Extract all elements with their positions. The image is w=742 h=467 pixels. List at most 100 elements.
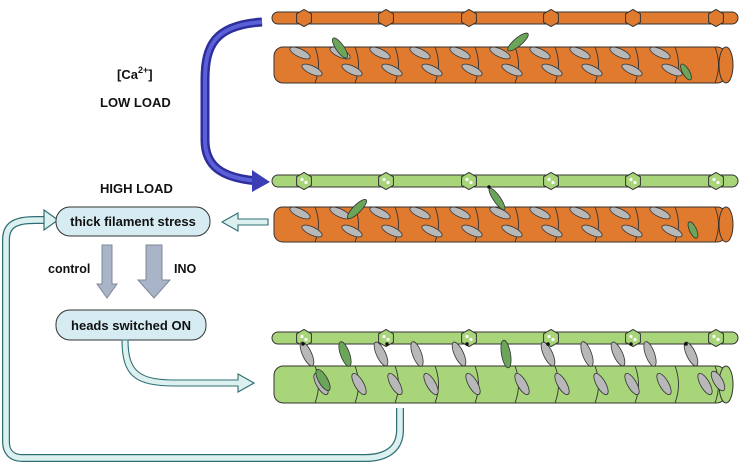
myosin-head: [346, 198, 368, 220]
thick-filament-segment: [554, 206, 559, 243]
calcium-label: [Ca2+]: [117, 65, 153, 82]
myosin-head: [409, 206, 431, 220]
myosin-head: [581, 224, 603, 238]
thick-filament-low-load: [273, 32, 734, 84]
myosin-head: [554, 372, 570, 396]
myosin-head: [289, 46, 311, 60]
myosin-head: [381, 63, 403, 77]
thick-filament-segment: [514, 46, 519, 84]
myosin-head: [423, 372, 439, 396]
thick-filament-switched-on: [273, 339, 734, 404]
control-label: control: [48, 262, 90, 276]
thick-filament-segment: [674, 365, 679, 404]
thick-filament-end-cap: [718, 206, 734, 243]
myosin-head: [514, 372, 530, 396]
thin-filament-switched-on: [271, 328, 739, 348]
thick-filament-segment: [514, 206, 519, 243]
myosin-head: [529, 206, 551, 220]
binding-site-dot: [469, 337, 473, 342]
myosin-head: [680, 63, 692, 81]
myosin-head: [449, 46, 471, 60]
thin-filament-rod: [271, 174, 739, 188]
myosin-head: [409, 46, 431, 60]
myosin-head: [661, 63, 683, 77]
binding-site-dot: [716, 337, 720, 342]
myosin-head: [621, 63, 643, 77]
myosin-head: [541, 224, 563, 238]
binding-site-dot: [712, 177, 716, 182]
thick-filament-segment: [434, 46, 439, 84]
thick-filament-stress-text: thick filament stress: [70, 214, 196, 229]
myosin-head: [381, 224, 403, 238]
thick-filament-segment: [554, 46, 559, 84]
binding-site-dot: [300, 334, 304, 339]
myosin-head: [331, 37, 349, 59]
myosin-head: [580, 341, 594, 367]
myosin-head: [649, 206, 671, 220]
binding-site-dot: [633, 337, 637, 342]
binding-site-dot: [629, 177, 633, 182]
feedback-loop-arrow-fill: [3, 217, 403, 461]
binding-site-dot: [382, 177, 386, 182]
attachment-dot: [385, 342, 389, 346]
troponin-hexagon: [708, 8, 724, 28]
troponin-hexagon: [543, 8, 559, 28]
troponin-hexagon: [461, 171, 477, 191]
myosin-head: [421, 224, 443, 238]
thick-filament-segment: [434, 206, 439, 243]
binding-site-dot: [469, 180, 473, 185]
troponin-hexagon: [625, 171, 641, 191]
myosin-head: [461, 63, 483, 77]
binding-site-dot: [716, 180, 720, 185]
binding-site-dot: [712, 334, 716, 339]
binding-site-dot: [382, 334, 386, 339]
attachment-dot: [487, 185, 491, 189]
thick-filament-segment: [474, 206, 479, 243]
myosin-head: [489, 46, 511, 60]
binding-site-dot: [547, 177, 551, 182]
binding-site-dot: [465, 177, 469, 182]
myosin-head: [341, 63, 363, 77]
thick-filament-segment: [394, 206, 399, 243]
thick-filament-segment: [674, 46, 679, 84]
attachment-dot: [465, 342, 469, 346]
myosin-head: [501, 63, 523, 77]
binding-site-dot: [386, 337, 390, 342]
myosin-head: [301, 224, 323, 238]
calcium-transition-arrow-inner: [203, 20, 263, 183]
myosin-head: [643, 341, 657, 367]
myosin-head: [451, 341, 467, 367]
heads-switched-on-text: heads switched ON: [71, 318, 191, 333]
myosin-head: [289, 206, 311, 220]
thick-filament-stress-box: [55, 206, 211, 237]
troponin-hexagon: [378, 171, 394, 191]
myosin-head: [299, 341, 315, 367]
myosin-head: [581, 63, 603, 77]
binding-site-dot: [386, 180, 390, 185]
myosin-head: [710, 370, 726, 392]
myosin-head: [621, 224, 643, 238]
control-arrow: [96, 244, 118, 299]
binding-site-dot: [304, 180, 308, 185]
binding-site-dot: [304, 337, 308, 342]
thick-filament-segment: [594, 206, 599, 243]
low-load-label: LOW LOAD: [100, 95, 171, 110]
thick-filament-segment: [634, 365, 639, 404]
thick-filament-end-cap: [718, 46, 734, 84]
binding-site-dot: [629, 334, 633, 339]
thick-filament-segment: [634, 206, 639, 243]
load-to-stress-arrow: [220, 212, 269, 232]
thick-filament-segment: [474, 46, 479, 84]
myosin-head: [369, 46, 391, 60]
myosin-head: [609, 206, 631, 220]
myosin-head: [529, 46, 551, 60]
myosin-head: [369, 206, 391, 220]
troponin-hexagon: [625, 328, 641, 348]
myosin-head: [501, 224, 523, 238]
high-load-label: HIGH LOAD: [100, 181, 173, 196]
myosin-head: [683, 341, 699, 367]
attachment-dot: [546, 342, 550, 346]
myosin-head: [624, 372, 640, 396]
myosin-head: [351, 372, 367, 396]
thin-filament-rod: [271, 11, 739, 25]
